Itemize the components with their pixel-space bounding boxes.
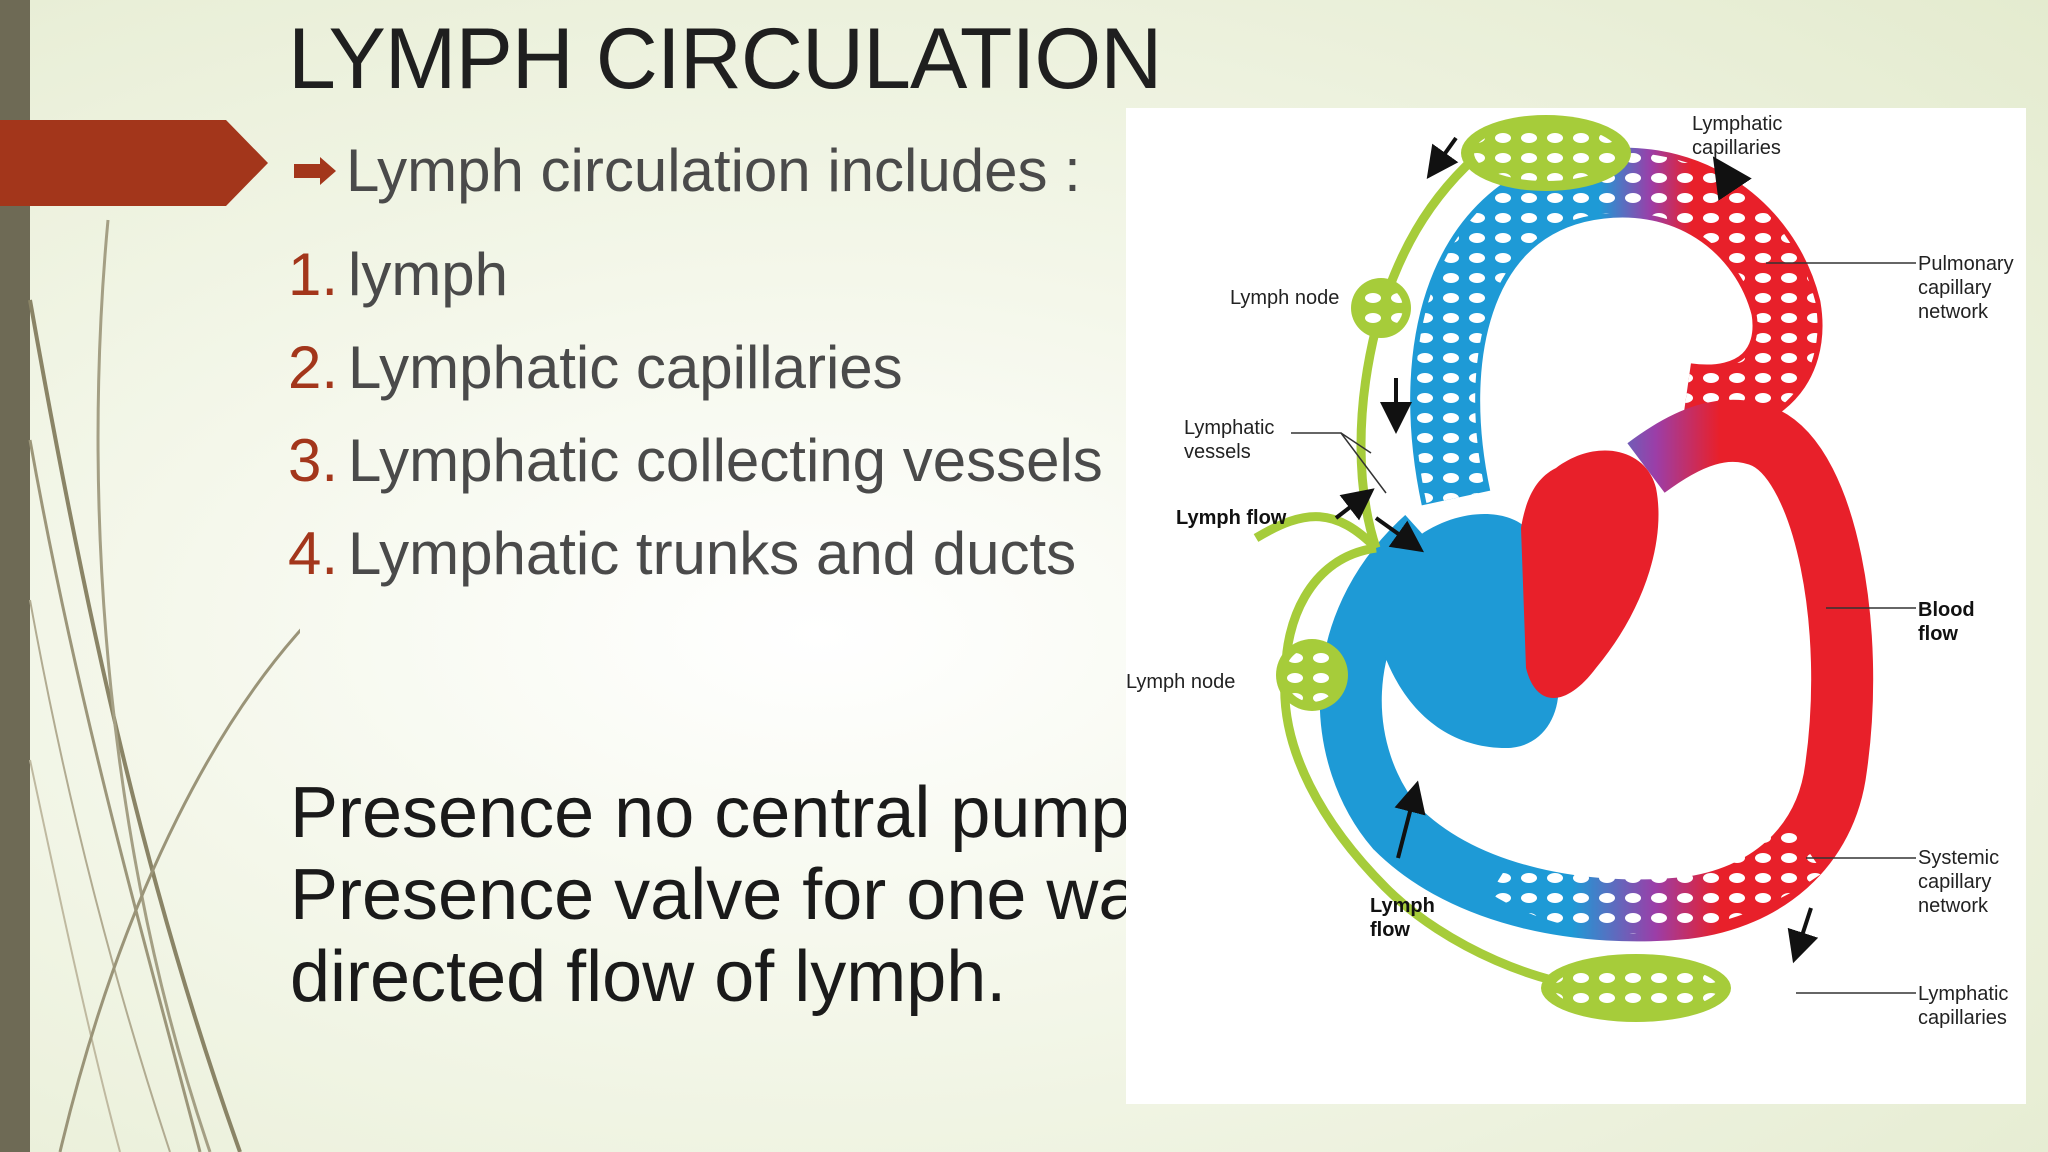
label-systemic: Systemic [1918, 847, 1999, 869]
label-lymphatic-capillaries-top: Lymphatic [1692, 113, 1782, 135]
red-arrow-tab [0, 120, 268, 206]
decorative-curves [28, 219, 300, 1152]
lymph-node-bottom [1276, 639, 1348, 711]
list-text: lymph [348, 241, 509, 308]
list-number: 1. [288, 241, 339, 308]
label-lymphatic-capillaries-bottom: capillaries [1918, 1007, 2007, 1029]
list-text: Lymphatic collecting vessels [348, 427, 1103, 494]
list-number: 2. [288, 334, 339, 401]
label-lymph-node-top: Lymph node [1230, 287, 1339, 309]
label-pulmonary: capillary [1918, 277, 1991, 299]
components-list: 1. lymph 2. Lymphatic capillaries 3. Lym… [288, 228, 1103, 600]
label-lymphatic-vessels: Lymphatic [1184, 417, 1274, 439]
intro-line: Lymph circulation includes : [292, 136, 1081, 205]
label-lymphatic-capillaries-bottom: Lymphatic [1918, 983, 2008, 1005]
label-lymphatic-vessels: vessels [1184, 441, 1251, 463]
list-text: Lymphatic capillaries [348, 334, 903, 401]
list-text: Lymphatic trunks and ducts [348, 520, 1077, 587]
label-lymphatic-capillaries-top: capillaries [1692, 137, 1781, 159]
note-line: directed flow of lymph. [290, 937, 1007, 1017]
lymph-node-top [1351, 278, 1411, 338]
arrow-bullet-icon [294, 156, 336, 185]
circulation-diagram-svg: Lymphatic capillaries Pulmonary capillar… [1126, 113, 2014, 1029]
label-blood-flow: Blood [1918, 599, 1975, 621]
label-systemic: capillary [1918, 871, 1991, 893]
list-item: 4. Lymphatic trunks and ducts [288, 507, 1103, 600]
note-line: Presence valve for one way [290, 855, 1175, 935]
list-item: 2. Lymphatic capillaries [288, 321, 1103, 414]
label-blood-flow: flow [1918, 623, 1958, 645]
circulation-diagram: Lymphatic capillaries Pulmonary capillar… [1126, 108, 2026, 1104]
list-number: 3. [288, 427, 339, 494]
label-lymph-node-bottom: Lymph node [1126, 671, 1235, 693]
list-item: 3. Lymphatic collecting vessels [288, 414, 1103, 507]
list-item: 1. lymph [288, 228, 1103, 321]
label-pulmonary: Pulmonary [1918, 253, 2014, 275]
pulmonary-circuit [1410, 147, 1823, 506]
flow-arrows [1334, 136, 1819, 964]
list-number: 4. [288, 520, 339, 587]
label-systemic: network [1918, 895, 1989, 917]
note-block: Presence no central pump. Presence valve… [290, 772, 1174, 1018]
note-line: Presence no central pump. [290, 773, 1151, 853]
label-lymph-flow-bottom: Lymph [1370, 895, 1435, 917]
intro-text: Lymph circulation includes : [346, 137, 1081, 204]
heart [1368, 450, 1659, 748]
systemic-circuit [1319, 399, 1874, 942]
label-lymph-flow-mid: Lymph flow [1176, 507, 1287, 529]
slide-title: LYMPH CIRCULATION [288, 11, 1162, 107]
label-lymph-flow-bottom: flow [1370, 919, 1410, 941]
leader-lines [1291, 262, 1916, 994]
label-pulmonary: network [1918, 301, 1989, 323]
